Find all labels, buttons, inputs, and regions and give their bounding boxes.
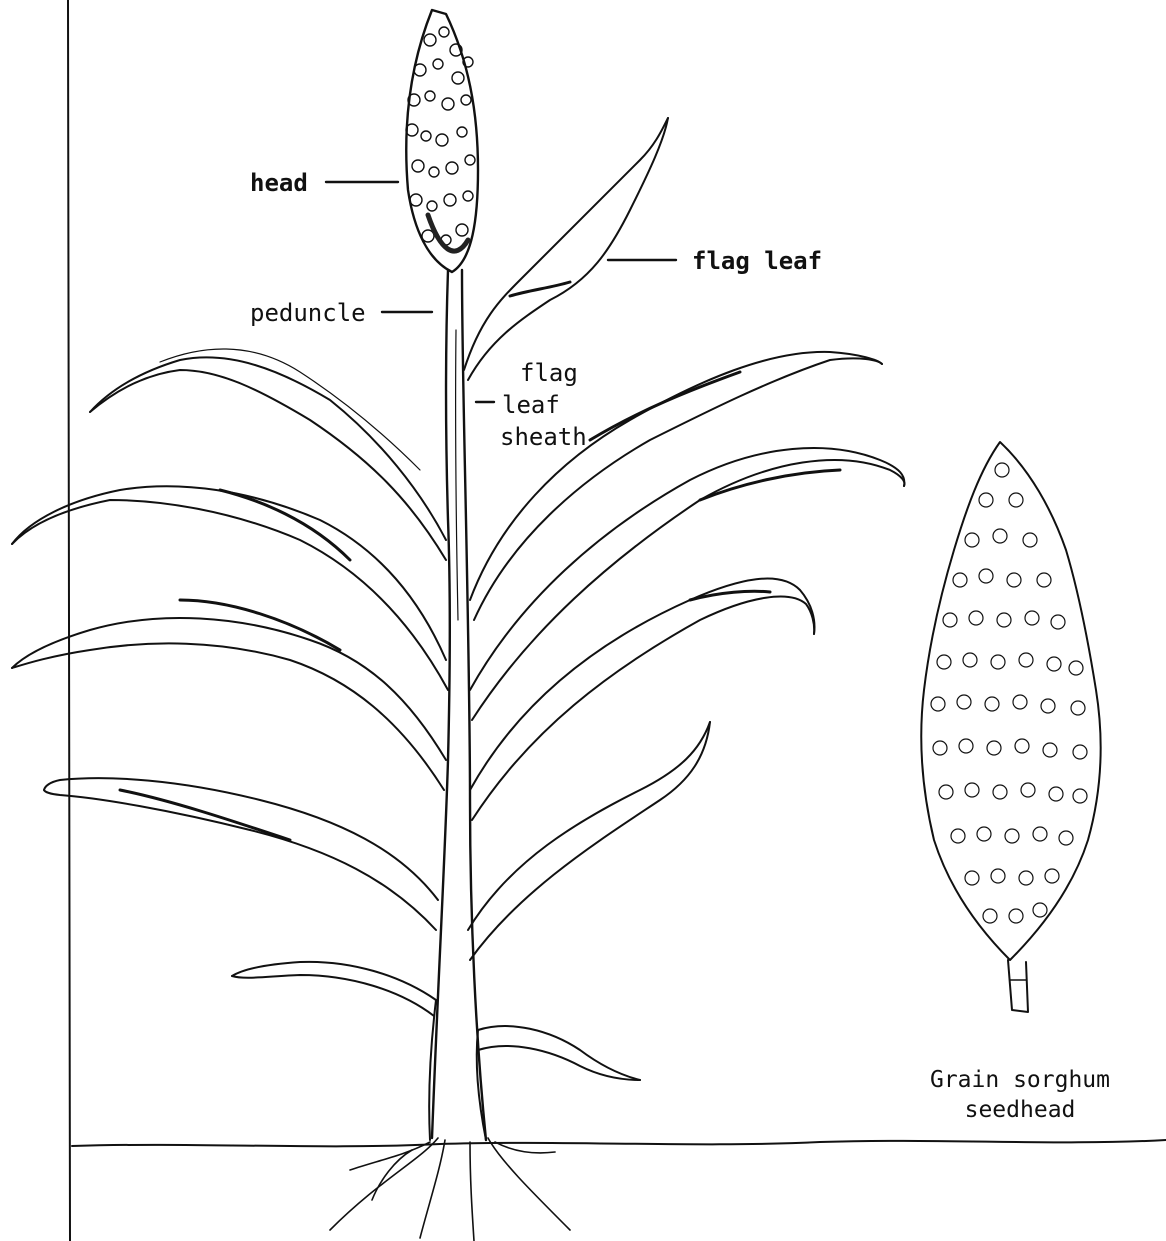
label-sheath-line2: leaf	[502, 390, 560, 420]
label-sheath-line1: flag	[520, 358, 578, 388]
flag-leaf	[464, 118, 668, 380]
caption-line2: seedhead	[900, 1096, 1140, 1125]
ground-line	[72, 1140, 1166, 1146]
seedhead-stem	[1008, 960, 1028, 1012]
tiller-leaf-right	[477, 1026, 640, 1140]
sorghum-seedhead	[921, 442, 1100, 1012]
plant-head	[406, 10, 478, 272]
leader-lines	[326, 182, 676, 402]
tiller-leaf-left	[232, 962, 436, 1140]
left-border-line	[68, 0, 70, 1241]
label-peduncle: peduncle	[250, 298, 366, 328]
label-flag-leaf: flag leaf	[692, 246, 822, 276]
main-stalk	[432, 270, 486, 1140]
label-sheath-line3: sheath	[500, 422, 587, 452]
leaf-middle-right	[470, 448, 904, 720]
caption-line1: Grain sorghum	[900, 1066, 1140, 1095]
leaf-bottom-right	[468, 722, 710, 960]
leaf-lower-left	[12, 600, 446, 790]
roots	[330, 1138, 570, 1241]
label-head: head	[250, 168, 308, 198]
leaf-middle-left	[12, 486, 448, 690]
leaf-bottom-left	[44, 778, 438, 930]
